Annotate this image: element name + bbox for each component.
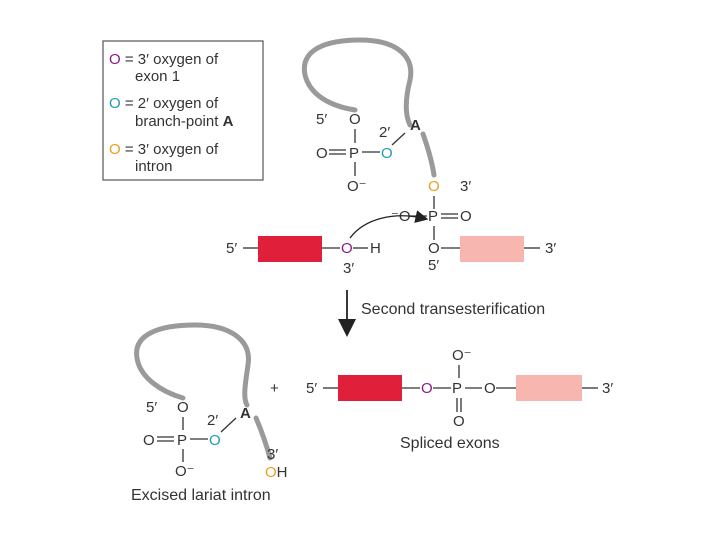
spliced-p: P (452, 380, 462, 397)
lariat-3prime: 3′ (267, 446, 278, 463)
spliced-exon2-o: O (484, 380, 496, 397)
lariat-p: P (177, 432, 187, 449)
lariat-o2: O (209, 432, 221, 449)
attack-arrow (349, 210, 429, 239)
legend-item2-line1: 2′ oxygen of (138, 95, 219, 112)
spliced-exon1-o3: O (421, 380, 433, 397)
lariat-caption: Excised lariat intron (131, 487, 271, 504)
legend-item3-line2: intron (135, 158, 173, 175)
svg-text:O = 2′ oxygen of: O = 2′ oxygen of (109, 95, 219, 112)
svg-text:O = 3′ oxygen of: O = 3′ oxygen of (109, 51, 219, 68)
spliced-5prime: 5′ (306, 380, 317, 397)
intron-loop-lariat (134, 322, 251, 408)
top-branch-o-double: O (316, 145, 328, 162)
lariat-o-5: O (177, 399, 189, 416)
legend-eq-2: = (121, 95, 138, 112)
spliced-o-double: O (453, 413, 465, 430)
reactant-structure: 5′ O O P O 2′ A O⁻ O 3′ ⁻O P O O 5′ 5′ O… (226, 37, 556, 277)
top-2prime-label: 2′ (379, 124, 390, 141)
legend-item3-line1: 3′ oxygen of (138, 141, 219, 158)
intron-tail-lariat (253, 415, 273, 461)
lariat-product: 5′ O O P O 2′ A O⁻ 3′ OH Excised lariat … (131, 322, 288, 504)
lariat-5prime: 5′ (146, 399, 157, 416)
legend-eq-3: = (121, 141, 138, 158)
top-exon2-5prime: 5′ (428, 257, 439, 274)
top-5prime-label: 5′ (316, 111, 327, 128)
spliced-3prime: 3′ (602, 380, 613, 397)
reaction-step: Second transesterification (338, 290, 545, 337)
top-exon2-o: O (428, 240, 440, 257)
legend-item1-line2: exon 1 (135, 68, 180, 85)
lariat-a: A (240, 405, 251, 422)
svg-text:branch-point A: branch-point A (135, 113, 234, 130)
top-branch-a: A (410, 117, 421, 134)
spliced-caption: Spliced exons (400, 435, 500, 452)
plus-sign: + (270, 380, 279, 397)
lariat-o-double: O (143, 432, 155, 449)
exon-2-top (460, 236, 524, 262)
spliced-o-minus: O⁻ (452, 347, 472, 364)
legend-item1-line1: 3′ oxygen of (138, 51, 219, 68)
top-exon1-5prime: 5′ (226, 240, 237, 257)
top-exon1-3prime: 3′ (343, 260, 354, 277)
top-exon1-h: H (370, 240, 381, 257)
top-phos-minus-o: ⁻O (391, 208, 411, 225)
exon-1-top (258, 236, 322, 262)
top-branch-o-minus: O⁻ (347, 178, 367, 195)
legend-box (102, 40, 264, 181)
legend-item2-bold-a: A (223, 113, 234, 130)
top-phos-o-double: O (460, 208, 472, 225)
reaction-label: Second transesterification (361, 301, 545, 318)
svg-text:O = 3′ oxygen of: O = 3′ oxygen of (109, 141, 219, 158)
top-3prime-label: 3′ (460, 178, 471, 195)
legend-item2-line2: branch-point (135, 113, 223, 130)
exon-1-spliced (338, 375, 402, 401)
svg-text:OH: OH (265, 464, 288, 481)
legend-intron-symbol: O (109, 141, 121, 158)
top-branch-o2: O (381, 145, 393, 162)
top-branch-p: P (349, 145, 359, 162)
lariat-o-minus: O⁻ (175, 463, 195, 480)
top-phos-p: P (428, 208, 438, 225)
lariat-oh-o: O (265, 464, 277, 481)
legend-branch-symbol: O (109, 95, 121, 112)
lariat-2prime: 2′ (207, 412, 218, 429)
intron-tail-top (420, 131, 437, 178)
top-exon1-o3: O (341, 240, 353, 257)
legend: O = 3′ oxygen of exon 1 O = 2′ oxygen of… (102, 40, 264, 181)
top-intron-o3: O (428, 178, 440, 195)
legend-eq-1: = (121, 51, 138, 68)
intron-loop-top (301, 37, 414, 128)
top-branch-o-5: O (349, 111, 361, 128)
legend-exon-symbol: O (109, 51, 121, 68)
spliced-exons-product: + 5′ O P O 3′ O⁻ O Spliced exons (270, 347, 613, 452)
lariat-oh-h: H (277, 464, 288, 481)
exon-2-spliced (516, 375, 582, 401)
top-exon2-3prime: 3′ (545, 240, 556, 257)
